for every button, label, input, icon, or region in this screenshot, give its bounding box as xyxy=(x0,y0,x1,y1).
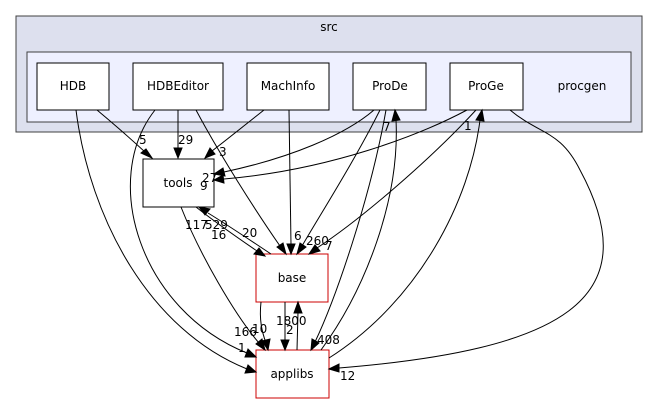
cluster-src-label: src xyxy=(320,20,338,34)
edge-label-hdb-applibs: 1 xyxy=(238,341,246,355)
edge-base-applibs-b: 2 xyxy=(280,302,294,352)
edge-applibs-base: 1800 xyxy=(276,300,307,351)
node-tools-label: tools xyxy=(164,176,193,190)
edge-proge-applibs: 12 xyxy=(327,109,604,383)
node-base-label: base xyxy=(278,271,307,285)
edge-prode-applibs: 408 xyxy=(310,109,387,352)
edge-label-applibs-prode: 7 xyxy=(383,120,391,134)
node-base[interactable]: base xyxy=(255,253,329,303)
edge-hdb-applibs: 1 xyxy=(75,109,258,374)
edge-label-base-applibs-a: 10 xyxy=(252,322,267,336)
edge-label-base-applibs-b: 2 xyxy=(286,323,294,337)
edge-label-base-tools: 529 xyxy=(205,218,228,232)
edge-label-machinfo-base: 6 xyxy=(294,229,302,243)
node-proge-label: ProGe xyxy=(468,79,504,93)
edge-prode-base: 260 xyxy=(296,109,381,256)
edge-label-tools-applibs: 117 xyxy=(185,218,208,232)
edge-tools-base: 16 xyxy=(195,206,267,257)
node-hdbeditor[interactable]: HDBEditor xyxy=(132,62,224,111)
edge-label-applibs-base: 1800 xyxy=(276,314,307,328)
node-proge[interactable]: ProGe xyxy=(449,62,524,111)
edge-label-applibs-proge: 1 xyxy=(464,119,472,133)
node-applibs-label: applibs xyxy=(270,367,313,381)
edge-hdbeditor-applibs: 166 xyxy=(129,109,258,358)
edge-label-hdb-tools: 5 xyxy=(139,133,147,147)
edge-label-proge-base: 7 xyxy=(325,239,333,253)
edge-proge-tools: 9 xyxy=(200,109,468,193)
edge-hdb-tools: 5 xyxy=(96,109,154,160)
edge-proge-base: 7 xyxy=(307,109,477,255)
node-hdb-label: HDB xyxy=(60,79,87,93)
edge-label-prode-base: 260 xyxy=(306,234,329,248)
edge-label-hdbeditor-applibs: 166 xyxy=(234,325,257,339)
edge-label-proge-applibs: 12 xyxy=(340,369,355,383)
node-prode[interactable]: ProDe xyxy=(352,62,427,111)
edge-label-machinfo-tools: 3 xyxy=(219,145,227,159)
edge-label-hdbeditor-tools: 29 xyxy=(178,133,193,147)
edge-label-proge-tools: 9 xyxy=(200,179,208,193)
edge-label-tools-base: 16 xyxy=(211,228,226,242)
node-prode-label: ProDe xyxy=(372,79,408,93)
edge-base-tools: 529 xyxy=(197,206,272,255)
edge-tools-applibs: 117 xyxy=(180,206,266,352)
node-hdbeditor-label: HDBEditor xyxy=(147,79,209,93)
edge-label-prode-tools: 27 xyxy=(202,171,217,185)
node-tools[interactable]: tools xyxy=(142,158,215,208)
node-machinfo-label: MachInfo xyxy=(261,79,316,93)
edge-base-applibs-a: 10 xyxy=(252,301,271,352)
node-machinfo[interactable]: MachInfo xyxy=(246,62,330,111)
node-applibs[interactable]: applibs xyxy=(255,349,330,399)
cluster-procgen-label: procgen xyxy=(558,79,607,93)
node-hdb[interactable]: HDB xyxy=(36,62,110,111)
edge-prode-tools: 27 xyxy=(202,109,375,185)
edge-machinfo-tools: 3 xyxy=(203,109,265,159)
edge-hdbeditor-tools: 29 xyxy=(173,110,193,160)
edge-applibs-prode: 7 xyxy=(320,108,401,351)
edge-hdbeditor-base: 20 xyxy=(195,109,287,256)
edge-label-hdbeditor-base: 20 xyxy=(242,226,257,240)
edge-machinfo-base: 6 xyxy=(286,109,302,256)
edge-applibs-proge: 1 xyxy=(328,108,485,359)
